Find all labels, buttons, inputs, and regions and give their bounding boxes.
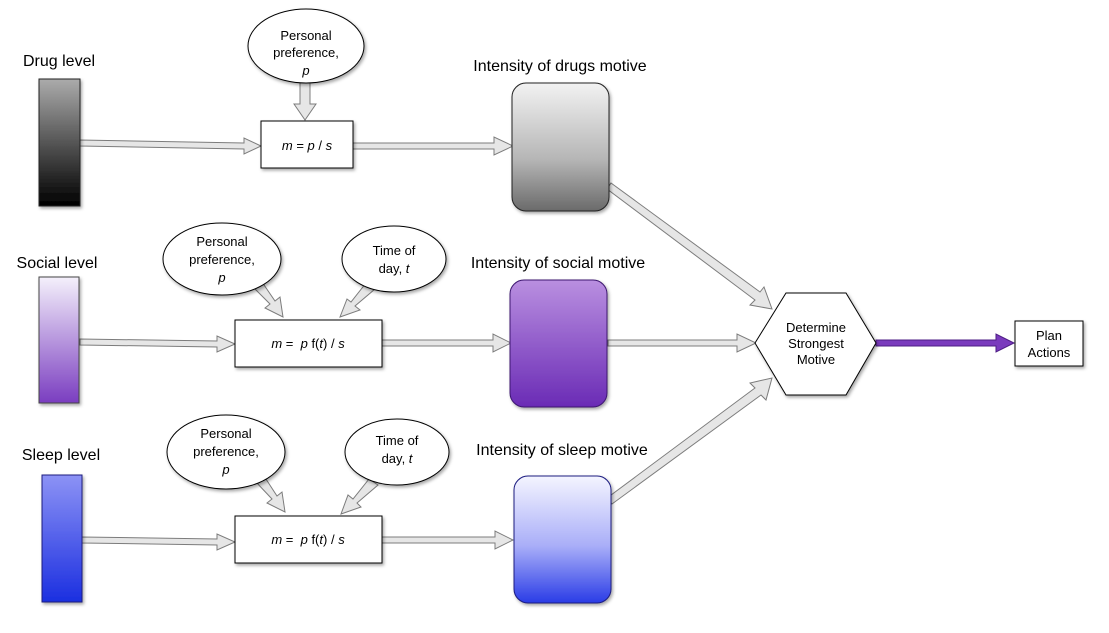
preference-bubble-3: Personal preference, p xyxy=(166,414,286,490)
svg-text:Determine: Determine xyxy=(786,320,846,335)
svg-text:p: p xyxy=(217,270,225,285)
social-intensity-label: Intensity of social motive xyxy=(471,255,645,272)
svg-text:p: p xyxy=(221,462,229,477)
arrow-time-to-formula-2 xyxy=(339,282,376,318)
arrow-formula-to-social-intensity xyxy=(381,333,513,353)
social-level-label: Social level xyxy=(17,255,98,272)
drugs-intensity-box xyxy=(511,82,610,212)
svg-text:Personal: Personal xyxy=(280,28,331,43)
svg-text:preference,: preference, xyxy=(273,45,339,60)
arrow-social-intensity-to-decision xyxy=(607,333,758,353)
svg-text:preference,: preference, xyxy=(189,252,255,267)
sleep-level-label: Sleep level xyxy=(22,447,100,464)
row-sleep: Sleep level Personal preference, p Time … xyxy=(22,414,648,604)
svg-text:m = p f(t) / s: m = p f(t) / s xyxy=(271,336,345,351)
sleep-intensity-box xyxy=(513,475,612,604)
formula-box-2: m = p f(t) / s xyxy=(234,319,383,368)
arrow-formula-to-drugs-intensity xyxy=(352,136,515,156)
arrows xyxy=(79,81,773,551)
svg-text:Personal: Personal xyxy=(200,426,251,441)
sleep-level-bar xyxy=(41,474,83,603)
social-intensity-box xyxy=(509,279,608,408)
plan-actions-box: Plan Actions xyxy=(1014,320,1084,367)
svg-text:Time of: Time of xyxy=(376,433,419,448)
svg-text:day, t: day, t xyxy=(379,261,411,276)
arrow-sleep-level-to-formula xyxy=(81,533,237,551)
arrow-preference-to-formula-2 xyxy=(252,281,284,318)
arrow-sleep-intensity-to-decision xyxy=(606,377,773,505)
formula-box-3: m = p f(t) / s xyxy=(234,515,383,564)
sleep-intensity-label: Intensity of sleep motive xyxy=(476,442,648,459)
formula-box-1: m = p / s xyxy=(260,120,354,169)
social-level-bar xyxy=(38,276,80,404)
row-drug: Drug level Personal preference, p m = p … xyxy=(23,8,647,212)
arrow-preference-to-formula-1 xyxy=(293,81,317,121)
drug-level-bar xyxy=(38,78,81,207)
svg-text:p: p xyxy=(301,63,309,78)
decision-hexagon: Determine Strongest Motive xyxy=(754,292,877,396)
arrow-decision-to-plan xyxy=(875,333,1016,353)
time-bubble-3: Time of day, t xyxy=(344,418,450,486)
drugs-intensity-label: Intensity of drugs motive xyxy=(473,58,647,75)
preference-bubble-2: Personal preference, p xyxy=(162,222,282,296)
svg-text:Strongest: Strongest xyxy=(788,336,844,351)
time-bubble-2: Time of day, t xyxy=(341,225,447,293)
arrow-formula-to-sleep-intensity xyxy=(381,530,515,550)
svg-text:m = p / s: m = p / s xyxy=(282,138,333,153)
svg-text:Personal: Personal xyxy=(196,234,247,249)
svg-text:Time of: Time of xyxy=(373,243,416,258)
svg-text:preference,: preference, xyxy=(193,444,259,459)
row-social: Social level Personal preference, p Time… xyxy=(17,222,645,408)
arrow-drugs-intensity-to-decision xyxy=(606,182,773,310)
drug-level-label: Drug level xyxy=(23,53,95,70)
arrow-drug-level-to-formula xyxy=(79,137,263,155)
arrow-time-to-formula-3 xyxy=(340,478,379,515)
svg-text:day, t: day, t xyxy=(382,451,414,466)
svg-text:Actions: Actions xyxy=(1028,345,1071,360)
svg-text:Motive: Motive xyxy=(797,352,835,367)
svg-text:Plan: Plan xyxy=(1036,328,1062,343)
preference-bubble-1: Personal preference, p xyxy=(247,8,365,84)
svg-text:m = p f(t) / s: m = p f(t) / s xyxy=(271,532,345,547)
arrow-social-level-to-formula xyxy=(79,335,237,353)
